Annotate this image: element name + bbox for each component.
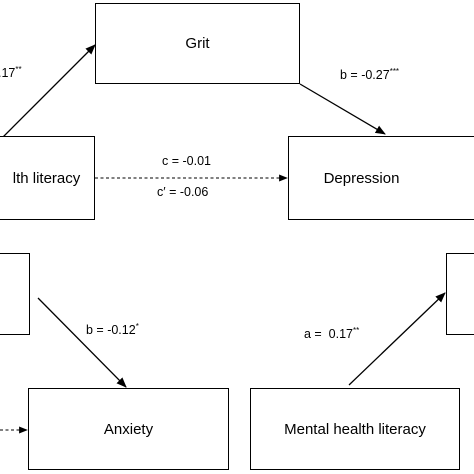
mental-health-literacy-box-top: lth literacy bbox=[0, 136, 95, 220]
depression-box-bottom bbox=[446, 253, 474, 335]
anxiety-label: Anxiety bbox=[103, 420, 154, 438]
path-b-top-label: b = -0.27*** bbox=[340, 67, 400, 82]
mental-health-literacy-label-bottom: Mental health literacy bbox=[284, 420, 426, 438]
anxiety-box: Anxiety bbox=[28, 388, 229, 470]
path-a-bottom-arrow bbox=[348, 292, 446, 386]
grit-box: Grit bbox=[95, 3, 300, 84]
mental-health-literacy-label-top: lth literacy bbox=[12, 169, 81, 187]
path-a-top-label: .17** bbox=[0, 65, 22, 80]
grit-label: Grit bbox=[185, 35, 210, 52]
grit-box-bottom bbox=[0, 253, 30, 335]
path-c-prime-label: c′ = -0.06 bbox=[157, 185, 209, 199]
path-b-top-arrow bbox=[299, 83, 386, 135]
mental-health-literacy-box-bottom: Mental health literacy bbox=[250, 388, 460, 470]
depression-label: Depression bbox=[323, 169, 400, 187]
depression-box: Depression bbox=[288, 136, 474, 220]
path-c-label: c = -0.01 bbox=[162, 154, 211, 168]
path-a-bottom-label: a = 0.17** bbox=[304, 326, 360, 341]
path-a-top-arrow bbox=[0, 44, 96, 141]
path-b-bottom-label: b = -0.12* bbox=[86, 322, 139, 337]
path-b-bottom-arrow bbox=[37, 297, 127, 388]
